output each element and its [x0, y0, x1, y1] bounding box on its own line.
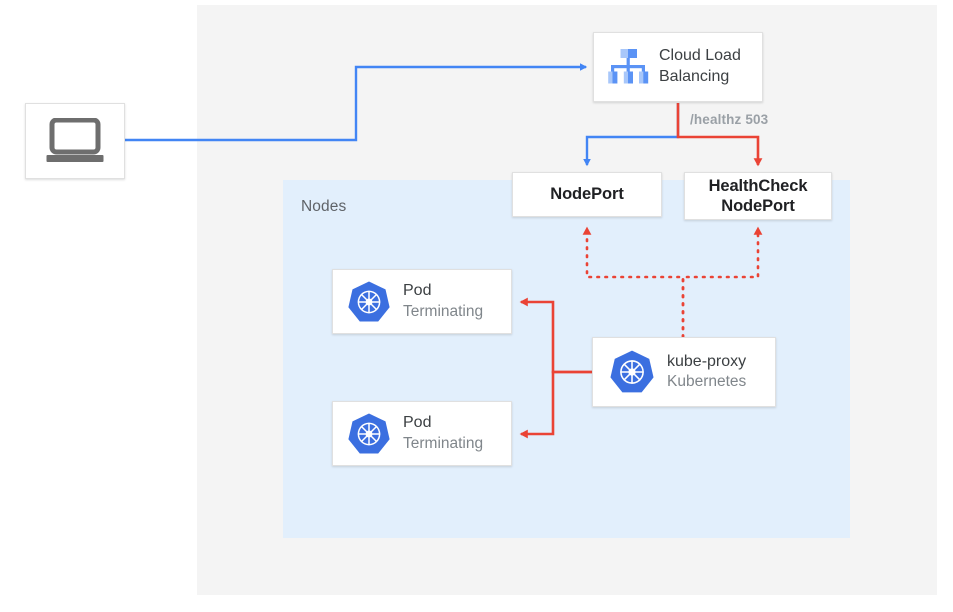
pod-box-1: Pod Terminating — [332, 269, 512, 334]
kubernetes-icon — [609, 349, 655, 395]
laptop-icon — [26, 104, 124, 178]
kubernetes-icon — [347, 280, 391, 324]
kube-proxy-label: kube-proxy Kubernetes — [667, 352, 746, 393]
pod-label-1: Pod Terminating — [403, 281, 483, 322]
healthcheck-nodeport-label-line2: NodePort — [721, 197, 795, 215]
pod-title-2: Pod — [403, 414, 432, 432]
nodeport-box: NodePort — [512, 172, 662, 217]
cloud-load-balancing-label-line1: Cloud Load — [659, 47, 741, 65]
healthz-edge-label: /healthz 503 — [690, 112, 769, 127]
healthcheck-nodeport-box: HealthCheck NodePort — [684, 172, 832, 220]
cloud-load-balancing-label-line2: Balancing — [659, 68, 730, 85]
pod-status-2: Terminating — [403, 434, 484, 452]
pod-title-1: Pod — [403, 282, 432, 300]
nodes-region-label: Nodes — [301, 198, 347, 215]
client-device-box — [25, 103, 125, 179]
kubernetes-icon — [347, 412, 391, 456]
cloud-load-balancing-icon — [606, 48, 650, 86]
kube-proxy-subtitle: Kubernetes — [667, 373, 747, 391]
healthcheck-nodeport-label-line1: HealthCheck — [708, 176, 808, 195]
pod-label-2: Pod Terminating — [403, 413, 483, 454]
cloud-load-balancing-label: Cloud Load Balancing — [659, 46, 741, 88]
kube-proxy-box: kube-proxy Kubernetes — [592, 337, 776, 407]
kube-proxy-title: kube-proxy — [667, 352, 747, 370]
pod-status-1: Terminating — [403, 302, 484, 320]
healthcheck-nodeport-label: HealthCheck NodePort — [709, 176, 808, 217]
pod-box-2: Pod Terminating — [332, 401, 512, 466]
nodeport-label: NodePort — [550, 185, 624, 204]
cloud-load-balancing-box: Cloud Load Balancing — [593, 32, 763, 102]
